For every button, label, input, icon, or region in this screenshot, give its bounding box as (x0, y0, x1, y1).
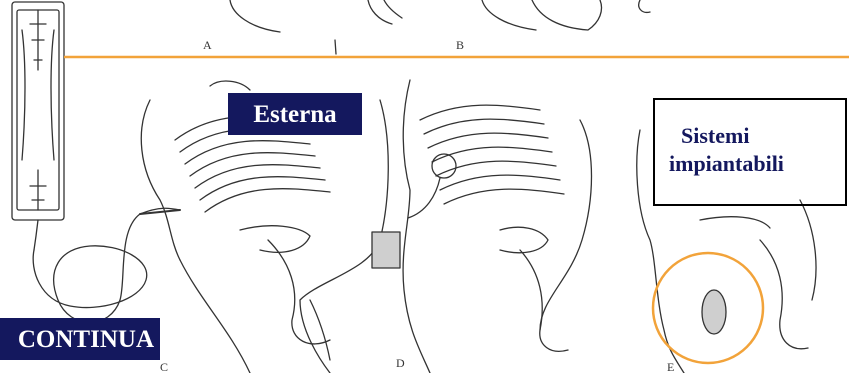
infusion-tube (33, 208, 180, 322)
label-continua: CONTINUA (0, 318, 160, 360)
figure-b-top (482, 0, 650, 30)
implanted-pump (702, 290, 726, 334)
label-sistemi-impiantabili: Sistemi impiantabili (653, 98, 847, 206)
figure-letter-a: A (203, 38, 212, 53)
figure-letter-b: B (456, 38, 464, 53)
figure-letter-d: D (396, 356, 405, 371)
label-sistemi-line2: impiantabili (655, 150, 845, 178)
pump-device (12, 2, 64, 250)
figure-d-torso (403, 80, 591, 373)
external-reservoir (372, 232, 400, 268)
label-sistemi-line1: Sistemi (655, 122, 845, 150)
figure-a-top (230, 0, 402, 54)
label-esterna: Esterna (228, 93, 362, 135)
